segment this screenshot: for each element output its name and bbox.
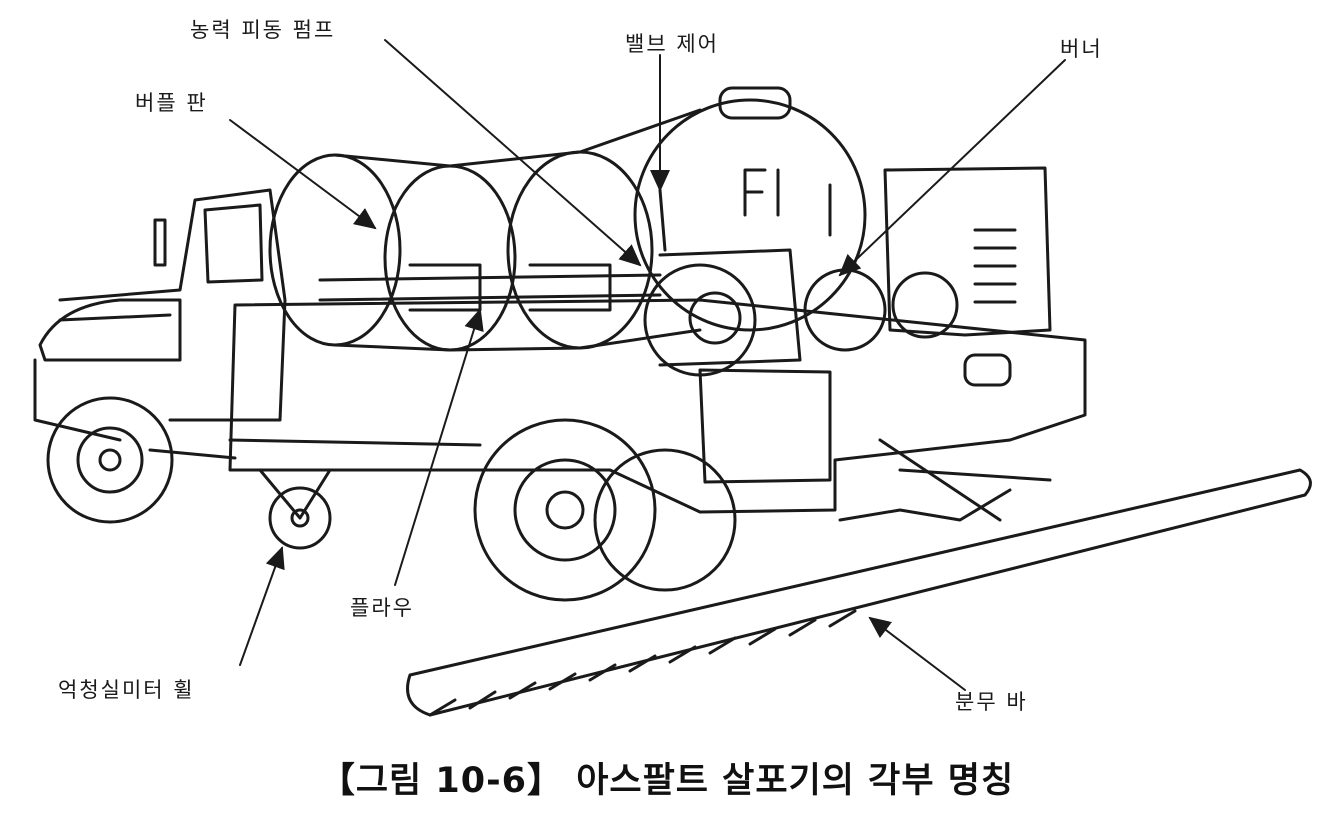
asphalt-tank-front: [270, 155, 515, 350]
asphalt-tank-rear: [580, 88, 865, 348]
label-spray-bar: 분무 바: [955, 686, 1028, 716]
truck-cab: [35, 190, 285, 440]
front-wheel: [48, 398, 172, 522]
label-power-pump: 농력 피동 펌프: [190, 14, 335, 44]
label-bicycle-wheel: 억청실미터 휠: [58, 674, 195, 704]
pump-engine: [645, 185, 957, 375]
label-valve-control: 밸브 제어: [625, 28, 719, 58]
label-baffle-plate: 버플 판: [135, 87, 208, 117]
label-flue: 플라우: [350, 592, 414, 622]
figure-caption: 【그림 10-6】 아스팔트 살포기의 각부 명칭: [0, 752, 1334, 803]
bicycle-wheel: [260, 470, 330, 548]
spray-bar: [408, 440, 1311, 715]
label-burner: 버너: [1060, 33, 1103, 63]
asphalt-tank-middle: [450, 152, 652, 350]
